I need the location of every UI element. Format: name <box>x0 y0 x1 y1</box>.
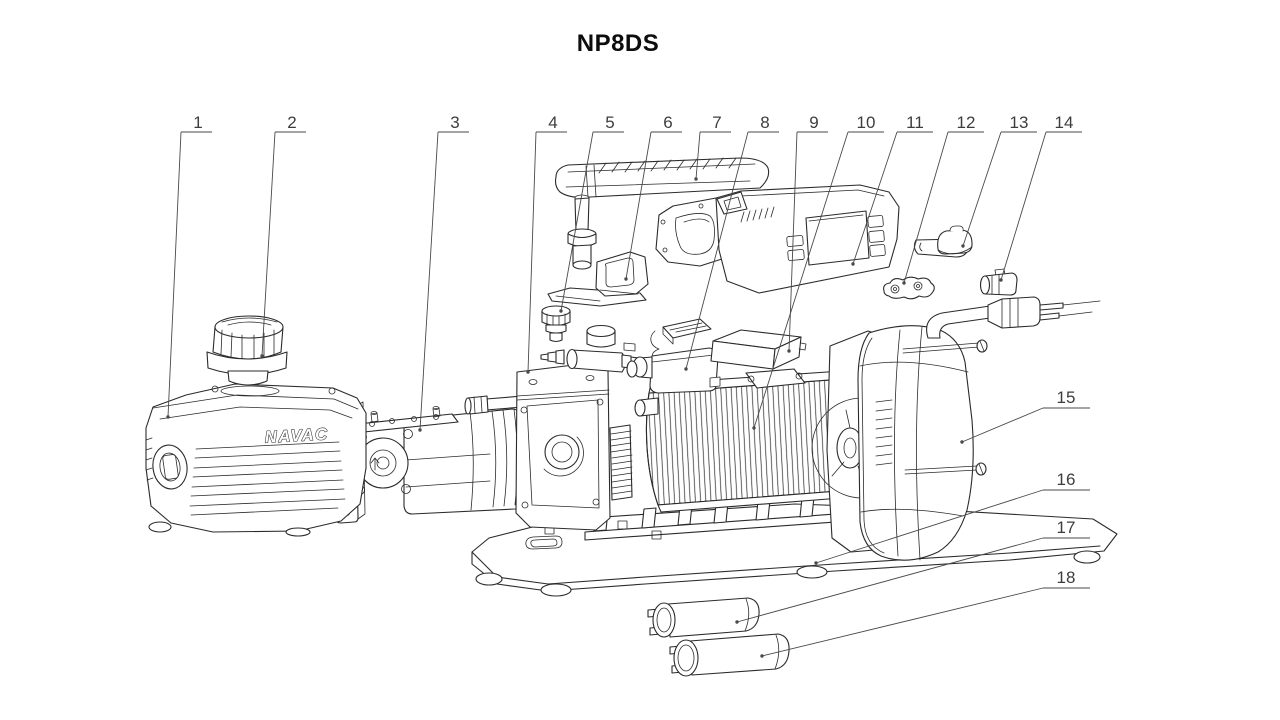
callout-endpoint-dot <box>760 654 764 658</box>
part-capacitor <box>710 329 807 370</box>
brand-logo: NAVAC <box>264 425 329 446</box>
part-cover-cap <box>913 225 973 258</box>
callout-endpoint-dot <box>787 349 791 353</box>
callout-number: 12 <box>957 113 976 132</box>
callout-number: 11 <box>906 113 924 132</box>
callout-10: 10 <box>752 113 884 430</box>
callout-leader-line <box>753 131 849 429</box>
callout-endpoint-dot <box>851 262 855 266</box>
callout-18: 18 <box>760 568 1090 658</box>
callout-endpoint-dot <box>559 309 563 313</box>
callout-14: 14 <box>999 113 1082 282</box>
callout-number: 10 <box>857 113 876 132</box>
callout-8: 8 <box>684 113 779 371</box>
callout-number: 6 <box>663 113 672 132</box>
callout-endpoint-dot <box>814 561 818 565</box>
callout-leader-line <box>852 131 898 265</box>
part-handle <box>554 157 770 270</box>
callout-leader-line <box>961 407 1044 443</box>
callout-4: 4 <box>526 113 567 374</box>
callout-number: 15 <box>1057 388 1076 407</box>
callout-leader-line <box>527 131 537 373</box>
callout-endpoint-dot <box>735 620 739 624</box>
callout-leader-line <box>695 131 701 180</box>
callout-endpoint-dot <box>260 354 264 358</box>
part-oil-drain-cap <box>541 305 571 343</box>
part-power-connector <box>979 268 1018 296</box>
callout-12: 12 <box>902 113 984 285</box>
callout-2: 2 <box>260 113 306 358</box>
callout-7: 7 <box>694 113 731 181</box>
callout-number: 9 <box>809 113 818 132</box>
callout-endpoint-dot <box>418 428 422 432</box>
callout-endpoint-dot <box>960 440 964 444</box>
part-solenoid-valve <box>626 318 721 394</box>
callout-1: 1 <box>166 113 212 419</box>
part-shaft-coupling <box>634 397 659 417</box>
callout-5: 5 <box>559 113 624 313</box>
page-title: NP8DS <box>577 30 660 57</box>
callout-endpoint-dot <box>752 426 756 430</box>
part-cord-clamp <box>883 276 935 300</box>
callout-endpoint-dot <box>999 278 1003 282</box>
callout-leader-line <box>625 131 652 280</box>
callout-13: 13 <box>961 113 1037 248</box>
callout-number: 17 <box>1057 518 1076 537</box>
callout-leader-line <box>419 131 439 431</box>
callout-number: 13 <box>1010 113 1029 132</box>
callout-endpoint-dot <box>961 244 965 248</box>
part-top-cover <box>655 184 900 294</box>
callout-number: 2 <box>287 113 296 132</box>
callout-leader-line <box>736 537 1044 623</box>
part-rear-cover <box>857 325 988 561</box>
part-power-cord <box>926 296 1101 339</box>
callout-leader-line <box>962 131 1002 247</box>
callout-leader-line <box>1000 131 1047 281</box>
part-oil-fill-cap <box>206 315 288 386</box>
callout-endpoint-dot <box>624 277 628 281</box>
part-bracket <box>547 251 649 307</box>
callout-endpoint-dot <box>694 177 698 181</box>
callout-16: 16 <box>814 470 1090 565</box>
callout-number: 16 <box>1057 470 1076 489</box>
callout-number: 18 <box>1057 568 1076 587</box>
callout-number: 7 <box>712 113 721 132</box>
callout-leader-line <box>761 587 1044 657</box>
callout-number: 8 <box>760 113 769 132</box>
callout-6: 6 <box>624 113 682 281</box>
callout-number: 5 <box>605 113 614 132</box>
callout-leader-line <box>815 489 1044 564</box>
callout-leader-line <box>903 131 949 284</box>
callout-endpoint-dot <box>526 370 530 374</box>
part-oil-case <box>515 361 611 531</box>
part-filter-cylinder-b <box>669 633 790 677</box>
callout-leader-line <box>167 131 182 418</box>
callout-11: 11 <box>851 113 933 266</box>
callout-number: 1 <box>193 113 202 132</box>
callout-endpoint-dot <box>166 415 170 419</box>
callout-number: 14 <box>1055 113 1074 132</box>
callout-endpoint-dot <box>902 281 906 285</box>
callout-leader-line <box>261 131 276 357</box>
part-filter-cylinder-a <box>647 597 760 638</box>
callout-leader-line <box>560 131 594 312</box>
callout-number: 4 <box>548 113 557 132</box>
callout-17: 17 <box>735 518 1090 624</box>
callout-leader-line <box>685 131 749 370</box>
callout-3: 3 <box>418 113 469 432</box>
part-front-cover: NAVAC <box>145 383 367 537</box>
callout-15: 15 <box>960 388 1090 444</box>
callout-number: 3 <box>450 113 459 132</box>
part-motor-front-ribs <box>609 424 633 501</box>
callout-endpoint-dot <box>684 367 688 371</box>
